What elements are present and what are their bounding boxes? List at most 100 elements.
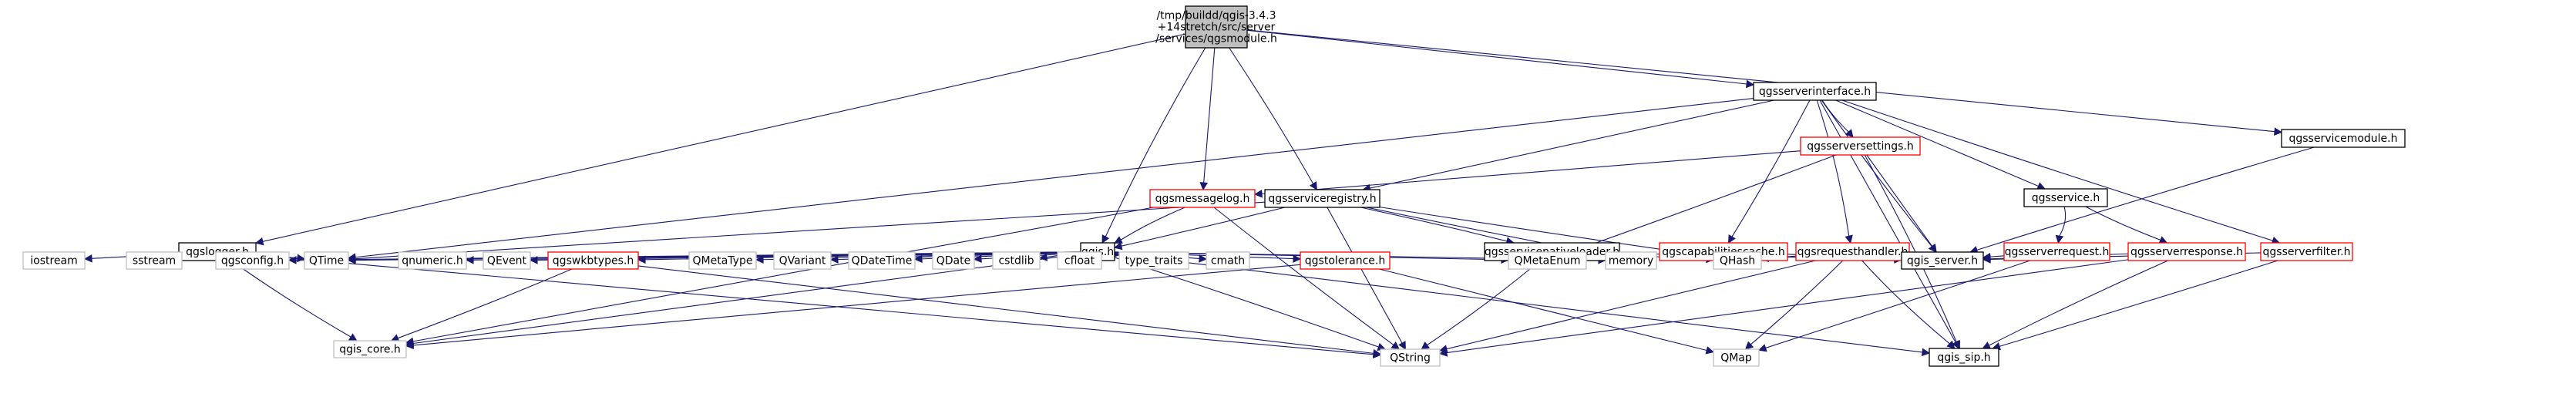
node-label: +14stretch/src/server xyxy=(1158,22,1276,34)
edge-qgsserverresponse-to-qgis_sip xyxy=(1982,260,2168,349)
node-box xyxy=(2281,129,2406,148)
edge-arrowhead xyxy=(1398,341,1406,350)
node-qgsmessagelog[interactable]: qgsmessagelog.h xyxy=(1149,189,1256,208)
node-qgswkbtypes[interactable]: qgswkbtypes.h xyxy=(547,251,639,270)
edge-arrowhead xyxy=(529,256,538,264)
edge-arrowhead xyxy=(1438,348,1448,357)
edge-qgsservice-to-qgsserverrequest xyxy=(2055,206,2067,244)
node-root[interactable]: /tmp/buildd/qgis-3.4.3+14stretch/src/ser… xyxy=(1155,5,1277,49)
node-qgsserversettings[interactable]: qgsserversettings.h xyxy=(1800,136,1921,156)
edge-line xyxy=(637,265,1374,354)
node-label: qgsserverrequest.h xyxy=(2005,246,2110,258)
node-qgsserverresponse[interactable]: qgsserverresponse.h xyxy=(2127,242,2246,261)
node-label: QEvent xyxy=(487,255,527,267)
edge-arrowhead xyxy=(1421,341,1431,350)
edge-qgsmessagelog-to-qgis xyxy=(1114,207,1185,244)
node-label: qgsserverinterface.h xyxy=(1759,86,1871,98)
edge-qgsserverfilter-to-qgis_sip xyxy=(1992,260,2278,351)
edge-line xyxy=(1835,99,2039,187)
node-layer: /tmp/buildd/qgis-3.4.3+14stretch/src/ser… xyxy=(22,5,2406,367)
node-label: iostream xyxy=(30,255,78,267)
node-label: qgsrequesthandler.h xyxy=(1797,246,1908,258)
node-cfloat: cfloat xyxy=(1057,251,1102,270)
node-qgsserviceregistry[interactable]: qgsserviceregistry.h xyxy=(1264,189,1380,208)
edge-arrowhead xyxy=(1745,79,1755,89)
edge-qgsserversettings-to-qgis_server xyxy=(1866,154,1937,253)
node-label: qgsservicemodule.h xyxy=(2288,133,2397,145)
edge-line xyxy=(1731,99,1811,237)
node-label: qgsconfig.h xyxy=(221,255,284,267)
node-box xyxy=(1206,251,1250,270)
node-box xyxy=(22,251,86,270)
node-qnumeric: qnumeric.h xyxy=(398,251,467,270)
node-QVariant: QVariant xyxy=(773,251,832,270)
node-qgsservicemodule[interactable]: qgsservicemodule.h xyxy=(2281,129,2406,148)
node-label: qgstolerance.h xyxy=(1305,255,1385,267)
edge-line xyxy=(2059,206,2067,237)
node-QHash: QHash xyxy=(1713,251,1762,270)
edge-arrowhead xyxy=(973,254,982,264)
edge-line xyxy=(1370,99,1774,189)
node-label: /services/qgsmodule.h xyxy=(1155,33,1277,45)
edge-qgswkbtypes-to-qgis_core xyxy=(390,268,573,342)
edge-line xyxy=(412,253,1081,345)
edge-line xyxy=(1105,47,1206,237)
edge-arrowhead xyxy=(1114,236,1123,244)
node-box xyxy=(483,251,531,270)
edge-line xyxy=(1821,99,1849,133)
node-box xyxy=(304,251,349,270)
node-box xyxy=(992,251,1041,270)
node-box xyxy=(2023,188,2108,207)
edge-line xyxy=(1261,150,1801,194)
edge-line xyxy=(1989,260,2168,346)
node-box xyxy=(2260,242,2353,261)
node-label: qgsserverfilter.h xyxy=(2263,246,2351,258)
edge-line xyxy=(1861,260,1950,345)
edge-qgsrequesthandler-to-QString xyxy=(1438,260,1816,353)
node-label: qnumeric.h xyxy=(402,255,463,267)
node-label: QDateTime xyxy=(852,255,913,267)
node-box xyxy=(1929,348,1999,367)
edge-arrowhead xyxy=(1982,255,1991,264)
edge-arrowhead xyxy=(1757,344,1767,352)
edge-qgsserverinterface-to-qgscapabilitiescache xyxy=(1727,99,1811,244)
edge-line xyxy=(1120,207,1185,241)
node-qgstolerance[interactable]: qgstolerance.h xyxy=(1300,251,1391,270)
node-qgis_server[interactable]: qgis_server.h xyxy=(1901,251,1984,270)
node-qgsserverfilter[interactable]: qgsserverfilter.h xyxy=(2260,242,2353,261)
edge-arrowhead xyxy=(1952,340,1960,350)
node-label: cmath xyxy=(1211,255,1245,267)
edge-root-to-qgslogger xyxy=(254,33,1186,246)
node-qgsserverinterface[interactable]: qgsserverinterface.h xyxy=(1753,82,1877,101)
edge-arrowhead xyxy=(297,254,306,263)
node-QMetaType: QMetaType xyxy=(688,251,757,270)
edge-line xyxy=(1999,260,2278,347)
edge-arrowhead xyxy=(1845,234,1853,244)
edge-line xyxy=(1427,260,1541,346)
edge-line xyxy=(1121,207,1286,247)
edge-arrowhead xyxy=(1946,340,1956,349)
edge-arrowhead xyxy=(1391,341,1401,350)
node-qgis_sip[interactable]: qgis_sip.h xyxy=(1929,348,1999,367)
node-qgsrequesthandler[interactable]: qgsrequesthandler.h xyxy=(1795,242,1910,261)
edge-line xyxy=(1576,154,1837,251)
node-box xyxy=(1753,82,1877,101)
edge-line xyxy=(1821,99,1932,247)
node-box xyxy=(215,251,290,270)
node-qgsservice[interactable]: qgsservice.h xyxy=(2023,188,2108,207)
edge-root-to-qgsserverinterface xyxy=(1246,29,1755,89)
node-qgsserverrequest[interactable]: qgsserverrequest.h xyxy=(2003,242,2110,261)
edge-line xyxy=(2085,206,2161,241)
edge-qgsmessagelog-to-qgis_core xyxy=(405,207,1154,346)
node-box xyxy=(932,251,975,270)
edge-arrowhead xyxy=(1982,341,1992,349)
edge-line xyxy=(355,201,1266,260)
edge-arrowhead xyxy=(2158,236,2168,244)
edge-root-to-qgsmessagelog xyxy=(1199,47,1216,191)
edge-line xyxy=(262,33,1186,242)
edge-arrowhead xyxy=(288,256,297,264)
edge-line xyxy=(1446,260,1816,350)
node-label: cfloat xyxy=(1064,255,1095,267)
edge-line xyxy=(255,254,1374,355)
node-label: QDate xyxy=(937,255,970,267)
